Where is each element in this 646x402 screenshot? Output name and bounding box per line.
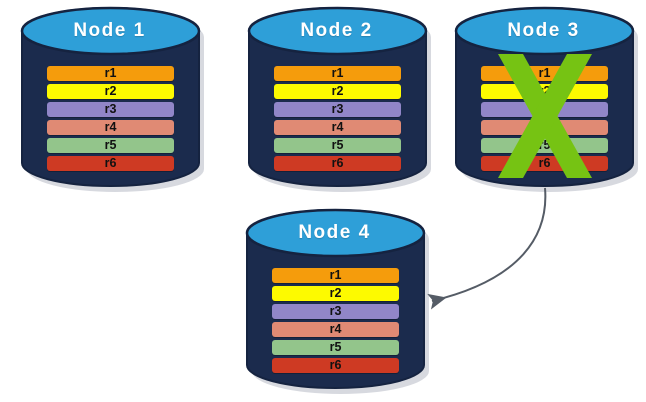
row-r3[interactable]: r3 [481,102,608,117]
row-r3[interactable]: r3 [272,304,399,319]
row-r1[interactable]: r1 [481,66,608,81]
row-r3[interactable]: r3 [274,102,401,117]
row-list: r1 r2 r3 r4 r5 r6 [481,66,608,171]
row-r4[interactable]: r4 [274,120,401,135]
row-r2[interactable]: r2 [274,84,401,99]
failover-arrow-path [427,187,547,310]
row-list: r1 r2 r3 r4 r5 r6 [274,66,401,171]
row-r5[interactable]: r5 [481,138,608,153]
row-r4[interactable]: r4 [47,120,174,135]
row-r6[interactable]: r6 [47,156,174,171]
row-r6[interactable]: r6 [272,358,399,373]
row-r6[interactable]: r6 [274,156,401,171]
row-r6[interactable]: r6 [481,156,608,171]
row-r5[interactable]: r5 [274,138,401,153]
row-r3[interactable]: r3 [47,102,174,117]
row-r5[interactable]: r5 [47,138,174,153]
row-r1[interactable]: r1 [47,66,174,81]
row-r1[interactable]: r1 [272,268,399,283]
row-r2[interactable]: r2 [272,286,399,301]
row-list: r1 r2 r3 r4 r5 r6 [47,66,174,171]
row-list: r1 r2 r3 r4 r5 r6 [272,268,399,373]
row-r4[interactable]: r4 [272,322,399,337]
row-r2[interactable]: r2 [481,84,608,99]
row-r5[interactable]: r5 [272,340,399,355]
row-r4[interactable]: r4 [481,120,608,135]
row-r2[interactable]: r2 [47,84,174,99]
row-r1[interactable]: r1 [274,66,401,81]
